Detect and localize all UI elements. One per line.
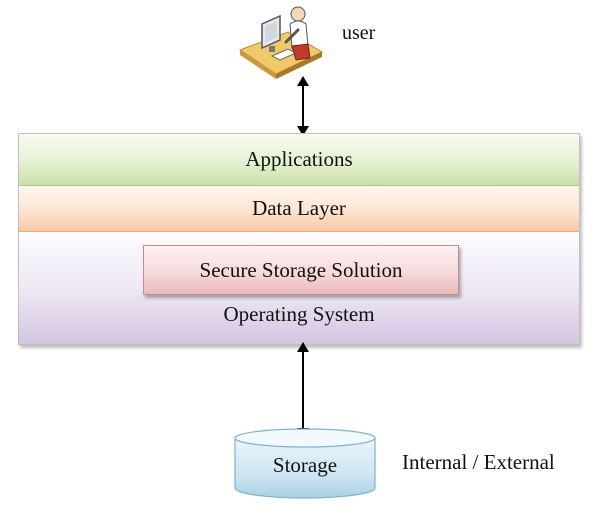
storage-cylinder-icon	[234, 428, 376, 499]
user-label: user	[342, 22, 376, 44]
applications-label: Applications	[245, 147, 353, 171]
user-at-computer-icon	[238, 6, 324, 79]
double-arrow-stack-storage	[297, 342, 309, 438]
layer-stack: Applications Data Layer Secure Storage S…	[18, 133, 580, 345]
operating-system-label: Operating System	[223, 302, 375, 326]
double-arrow-user-stack	[297, 76, 309, 136]
storage-label: Storage	[272, 453, 338, 477]
applications-layer: Applications	[19, 134, 579, 186]
data-layer-label: Data Layer	[252, 196, 346, 220]
secure-storage-label: Secure Storage Solution	[199, 258, 403, 282]
operating-system-layer: Secure Storage Solution Operating System	[19, 232, 579, 344]
storage-caption: Internal / External	[402, 450, 555, 474]
data-layer: Data Layer	[19, 186, 579, 232]
secure-storage-solution-box: Secure Storage Solution	[143, 245, 459, 295]
